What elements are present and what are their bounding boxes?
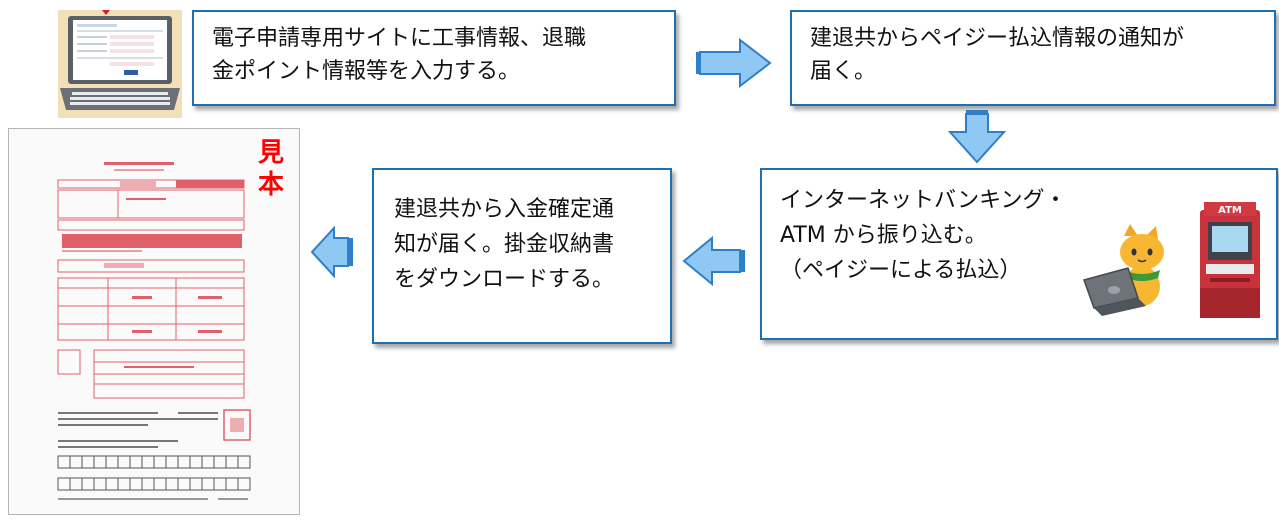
laptop-form-illustration	[58, 10, 182, 118]
step2-text-line2: 届く。	[810, 59, 877, 84]
arrow-left-icon	[682, 236, 745, 286]
sample-mark: 見 本	[256, 138, 286, 201]
step3-text-line2: ATM から振り込む。	[780, 222, 987, 248]
step3-text-line3: （ペイジーによる払込）	[780, 257, 1022, 283]
step4-text-line3: をダウンロードする。	[394, 267, 615, 293]
atm-sign: ATM	[1218, 205, 1242, 216]
step3-box: インターネットバンキング・ ATM から振り込む。 （ペイジーによる払込）	[760, 168, 1278, 340]
step1-box: 電子申請専用サイトに工事情報、退職 金ポイント情報等を入力する。	[192, 10, 676, 106]
step1-text-line1: 電子申請専用サイトに工事情報、退職	[212, 26, 587, 51]
arrow-down-icon	[948, 110, 1007, 164]
step4-text-line1: 建退共から入金確定通	[394, 197, 615, 222]
step2-box: 建退共からペイジー払込情報の通知が 届く。	[790, 10, 1276, 106]
step1-text-line2: 金ポイント情報等を入力する。	[212, 59, 521, 84]
step4-box: 建退共から入金確定通 知が届く。掛金収納書 をダウンロードする。	[372, 168, 672, 344]
sample-mark-char2: 本	[257, 169, 284, 200]
step3-text-line1: インターネットバンキング・	[780, 188, 1067, 213]
arrow-right-icon	[696, 38, 772, 88]
atm-machine-illustration: ATM	[1200, 202, 1260, 318]
step2-text-line1: 建退共からペイジー払込情報の通知が	[810, 26, 1185, 51]
sample-mark-char1: 見	[257, 138, 284, 168]
step4-text-line2: 知が届く。掛金収納書	[394, 232, 615, 258]
sample-document-illustration	[8, 128, 300, 515]
cat-with-laptop-illustration	[1083, 224, 1164, 316]
arrow-left-icon	[310, 226, 353, 278]
